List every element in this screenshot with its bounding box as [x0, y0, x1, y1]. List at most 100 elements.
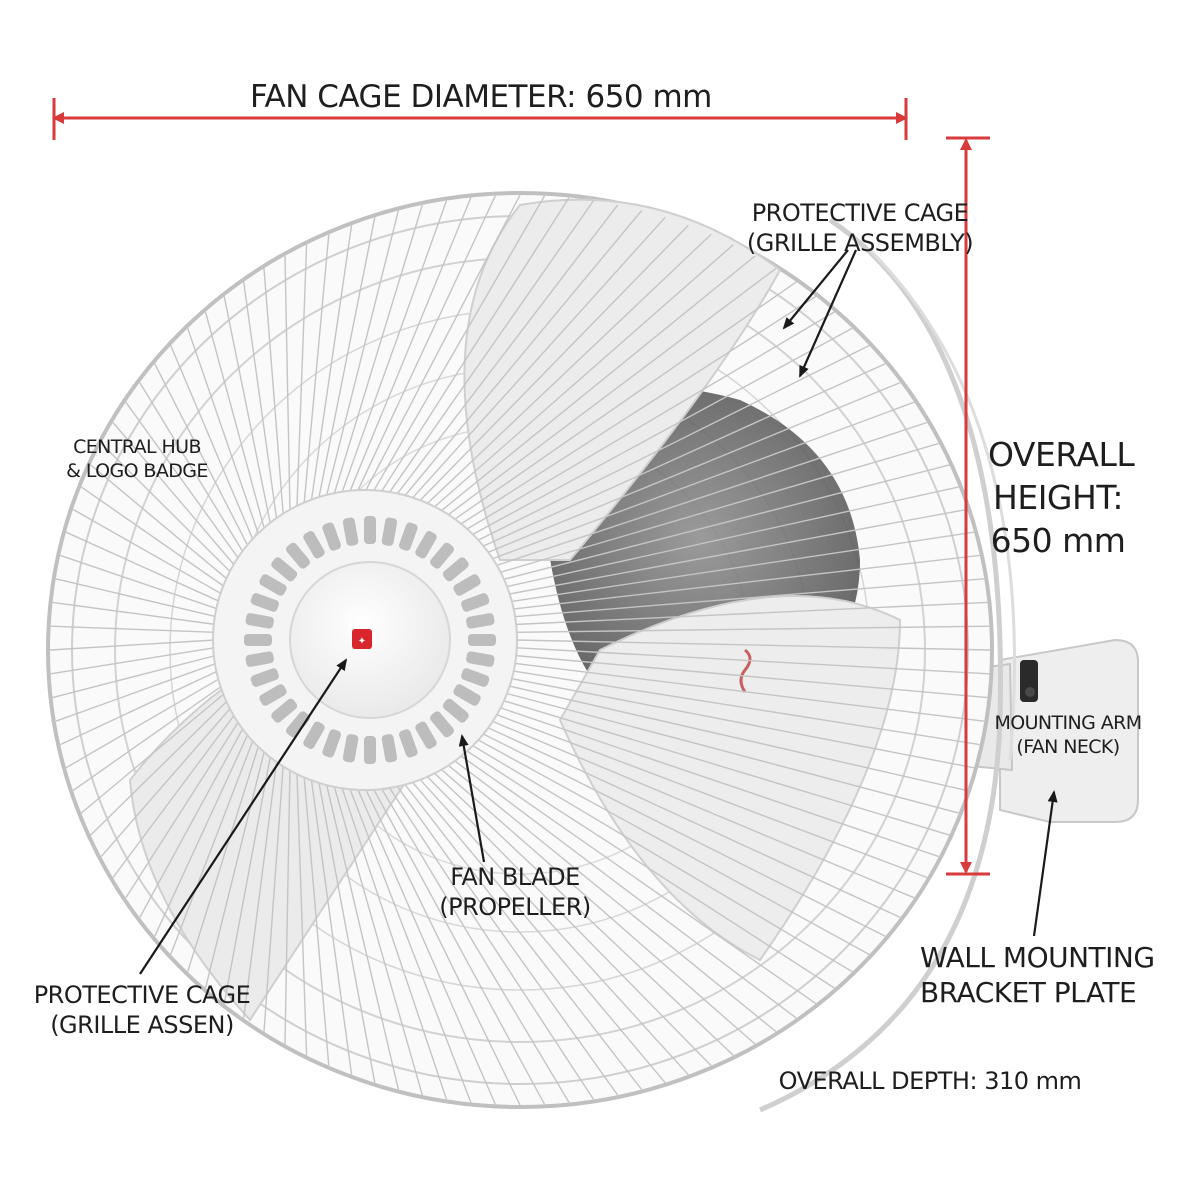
blade-label-line1: FAN BLADE	[450, 863, 580, 891]
grille-spoke	[504, 486, 959, 588]
hub-vent-slot	[466, 651, 495, 667]
grille-spoke	[348, 197, 472, 494]
grille-spoke	[476, 344, 870, 542]
grille-spoke	[364, 787, 521, 1105]
hub-vent-slot	[259, 574, 287, 596]
grille-spoke	[317, 780, 376, 1083]
grille-spoke	[52, 601, 216, 626]
grille-spoke	[356, 195, 497, 493]
grille-spoke	[501, 464, 950, 581]
hub-vent-slot	[415, 721, 437, 749]
grille-spoke	[403, 210, 643, 498]
grille-spoke	[387, 200, 595, 495]
hub-vent-slot	[453, 574, 481, 596]
hub-vent-slot	[286, 542, 310, 569]
arm-label-line2: (FAN NECK)	[1016, 735, 1120, 758]
grille-spoke	[387, 785, 595, 1100]
grille-spoke	[60, 670, 219, 746]
central-hub: ✦	[212, 489, 518, 791]
grille-spoke	[511, 670, 980, 746]
hub-vent-slot	[271, 698, 298, 723]
hub-vent-slot	[381, 734, 398, 763]
grille-spoke	[395, 784, 619, 1096]
grille-spoke	[325, 210, 400, 498]
hub-vent-slot	[322, 522, 341, 551]
hub-label: CENTRAL HUB & LOGO BADGE	[52, 436, 222, 484]
grille-spoke	[498, 706, 940, 858]
hub-vent-slot	[244, 634, 272, 646]
grille-spoke	[380, 197, 570, 494]
grille-spoke	[364, 195, 521, 493]
hub-vent-slot	[286, 711, 310, 738]
hub-vent-slot	[303, 531, 325, 559]
grille-spoke	[333, 784, 423, 1096]
grille-spoke	[296, 244, 308, 509]
leader-bracket	[1032, 790, 1058, 937]
grille-spoke	[465, 749, 835, 989]
hub-vent-slot	[364, 516, 376, 544]
grille-spoke	[418, 224, 689, 503]
hub-vent-slot	[342, 517, 359, 546]
grille-spoke	[476, 738, 870, 956]
hub-vent-slot	[453, 684, 481, 706]
grille-spoke	[356, 787, 497, 1105]
height-label-line1: OVERALL	[988, 435, 1135, 474]
grille-spoke	[296, 771, 308, 1056]
grille-spoke	[263, 764, 284, 1032]
hub-vent-slot	[442, 698, 469, 723]
blade-label: FAN BLADE (PROPELLER)	[420, 862, 610, 922]
bracket-label: WALL MOUNTING BRACKET PLATE	[920, 940, 1155, 1010]
grille-spoke	[509, 531, 975, 603]
grille-spoke	[187, 328, 260, 536]
hub-vent-slot	[430, 542, 454, 569]
hub-vent-slot	[415, 531, 437, 559]
grille-spoke	[490, 401, 915, 561]
hub-label-line2: & LOGO BADGE	[66, 459, 208, 482]
grille-spoke	[348, 786, 472, 1103]
hub-vent-slot	[466, 613, 495, 629]
leader-blade	[458, 734, 486, 863]
height-label-line2: HEIGHT:	[993, 477, 1123, 517]
hub-vent-slot	[399, 729, 418, 758]
hub-vent-slot	[430, 711, 454, 738]
grille-spoke	[55, 662, 218, 722]
grille-spoke	[507, 685, 968, 792]
grille-spoke	[325, 782, 400, 1090]
grille-spoke	[380, 786, 570, 1103]
grille-spoke	[481, 363, 886, 548]
grille-spoke	[125, 720, 240, 899]
grille-spoke	[139, 726, 245, 918]
cage-bottom-label-line1: PROTECTIVE CAGE	[33, 981, 251, 1009]
blade-label-mark	[739, 648, 752, 693]
hub-vent-slot	[271, 557, 298, 582]
height-label-line3: 650 mm	[990, 520, 1126, 560]
grille-spoke	[310, 225, 353, 502]
grille-spoke	[187, 744, 260, 972]
grille-spoke	[514, 639, 990, 651]
hub-vent-slot	[259, 684, 287, 706]
grille-spoke	[154, 363, 250, 548]
grille-spoke	[504, 692, 959, 814]
hub-vent-slot	[250, 593, 279, 612]
grille-spoke	[170, 738, 255, 955]
grille-spoke	[494, 421, 928, 567]
grille-spoke	[65, 531, 221, 603]
hub-vent-slot	[461, 593, 490, 612]
leader-lines	[139, 249, 1058, 975]
grille-spoke	[490, 719, 915, 899]
grille-spoke	[470, 327, 853, 536]
grille-spoke	[223, 296, 272, 526]
arm-label-line1: MOUNTING ARM	[994, 712, 1142, 734]
grille-spoke	[514, 601, 988, 626]
grille-spoke	[100, 442, 232, 574]
logo-badge-icon	[352, 629, 372, 649]
grille-spoke	[372, 787, 546, 1105]
grille-spoke	[284, 255, 291, 512]
svg-text:✦: ✦	[358, 636, 366, 647]
grille-spoke	[139, 382, 245, 554]
grille-spoke	[439, 255, 756, 513]
hub-vent-slot	[442, 557, 469, 582]
grille-spoke	[494, 713, 928, 879]
grille-spoke	[465, 311, 835, 531]
